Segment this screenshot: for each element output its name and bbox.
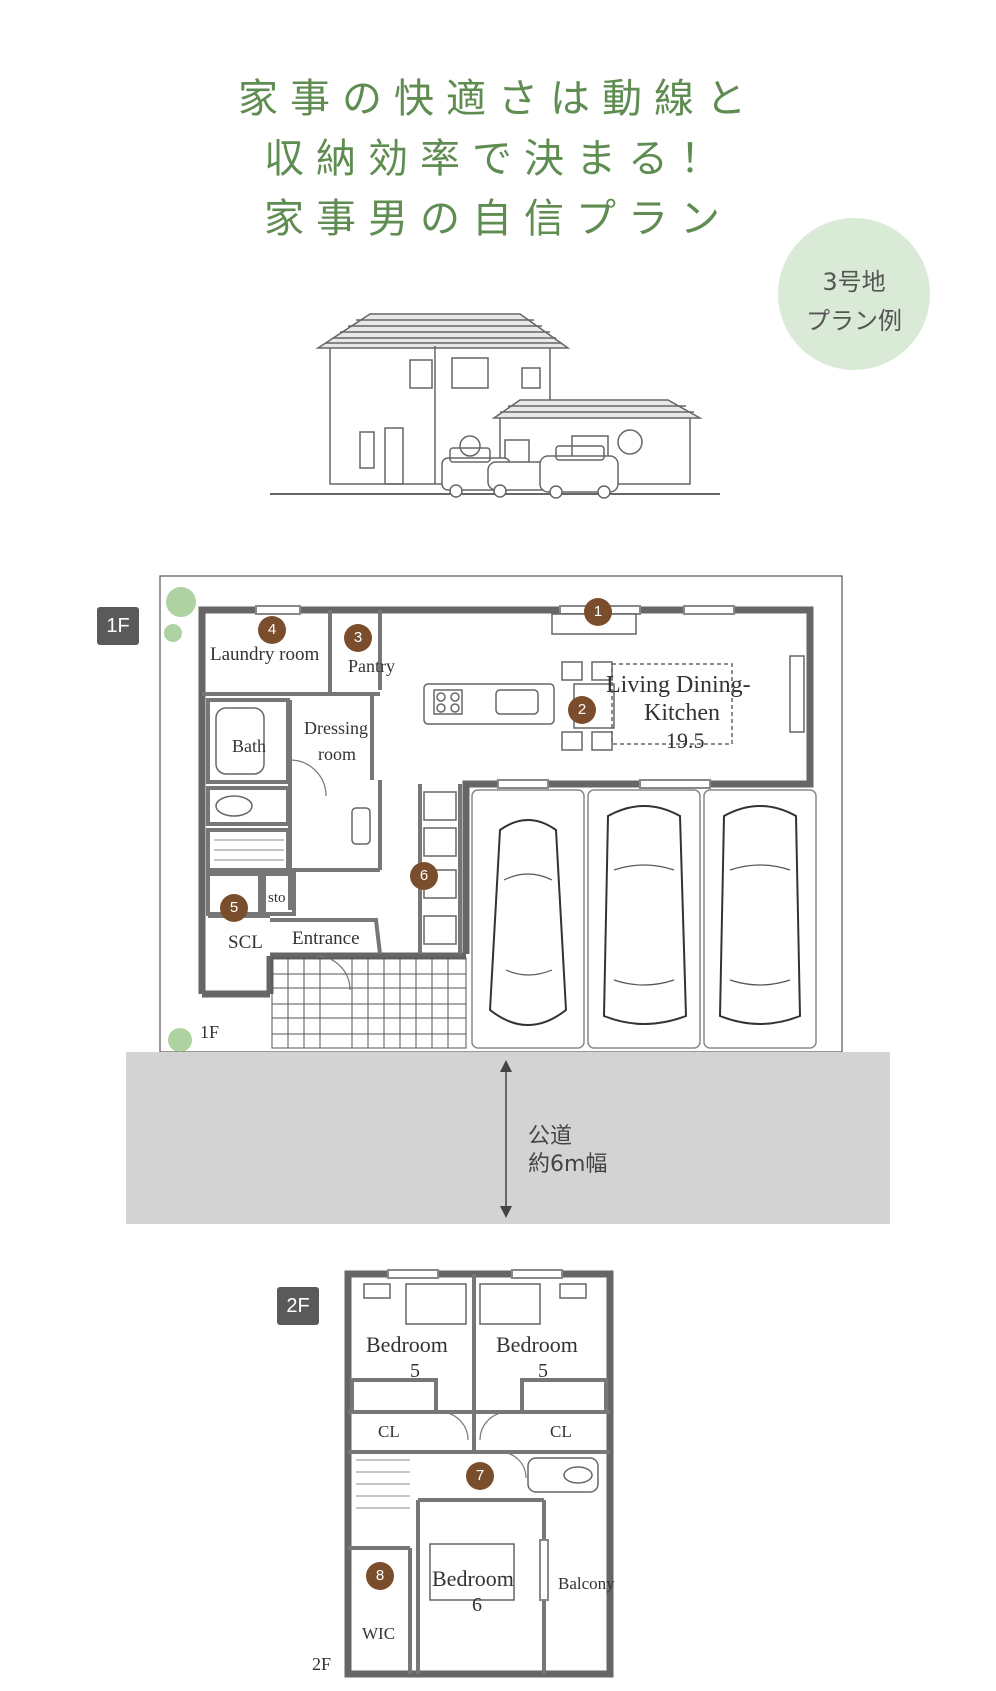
- marker-2: 2: [568, 696, 596, 724]
- badge-line-1: 3号地: [822, 268, 886, 296]
- marker-6: 6: [410, 862, 438, 890]
- room-label-ldk-size: 19.5: [666, 728, 705, 753]
- room-label-ldk-line2: Kitchen: [644, 700, 720, 726]
- road-label-line1: 公道: [528, 1124, 573, 1149]
- floor-2-corner-label: 2F: [312, 1654, 332, 1674]
- room-label-bedroom-main-size: 6: [472, 1594, 482, 1616]
- room-label-dressing-line1: Dressing: [304, 718, 368, 738]
- room-label-bedroom-left: Bedroom: [366, 1332, 448, 1357]
- room-label-pantry: Pantry: [348, 656, 395, 676]
- title-line-3: 家事男の自信プラン: [264, 196, 732, 242]
- room-label-bedroom-right: Bedroom: [496, 1332, 578, 1357]
- floor-2-tag: 2F: [277, 1287, 319, 1325]
- floor-1-corner-label: 1F: [200, 1022, 220, 1042]
- room-label-cl-left: CL: [378, 1422, 400, 1441]
- lot-badge: 3号地 プラン例: [778, 218, 930, 370]
- room-label-cl-right: CL: [550, 1422, 572, 1441]
- title-line-1: 家事の快適さは動線と: [238, 76, 758, 122]
- badge-line-2: プラン例: [806, 307, 902, 335]
- room-label-laundry: Laundry room: [210, 644, 320, 665]
- room-label-wic: WIC: [362, 1624, 396, 1643]
- floor-1-tag: 1F: [97, 607, 139, 645]
- road-label-line2: 約6m幅: [528, 1152, 608, 1177]
- room-label-ldk-line1: Living Dining-: [606, 672, 751, 698]
- tree-icons: [164, 587, 196, 1052]
- marker-8: 8: [366, 1562, 394, 1590]
- room-label-bedroom-right-size: 5: [538, 1360, 548, 1382]
- marker-5: 5: [220, 894, 248, 922]
- room-label-dressing-line2: room: [318, 744, 356, 764]
- marker-4: 4: [258, 616, 286, 644]
- room-label-bath: Bath: [232, 736, 266, 756]
- marker-3: 3: [344, 624, 372, 652]
- marker-1: 1: [584, 598, 612, 626]
- title-line-2: 収納効率で決まる！: [264, 136, 732, 182]
- room-label-sto: sto: [268, 890, 286, 906]
- room-label-balcony: Balcony: [558, 1574, 615, 1593]
- marker-7: 7: [466, 1462, 494, 1490]
- room-label-bedroom-main: Bedroom: [432, 1566, 514, 1591]
- room-label-scl: SCL: [228, 932, 263, 953]
- room-label-bedroom-left-size: 5: [410, 1360, 420, 1382]
- room-label-entrance: Entrance: [292, 928, 360, 949]
